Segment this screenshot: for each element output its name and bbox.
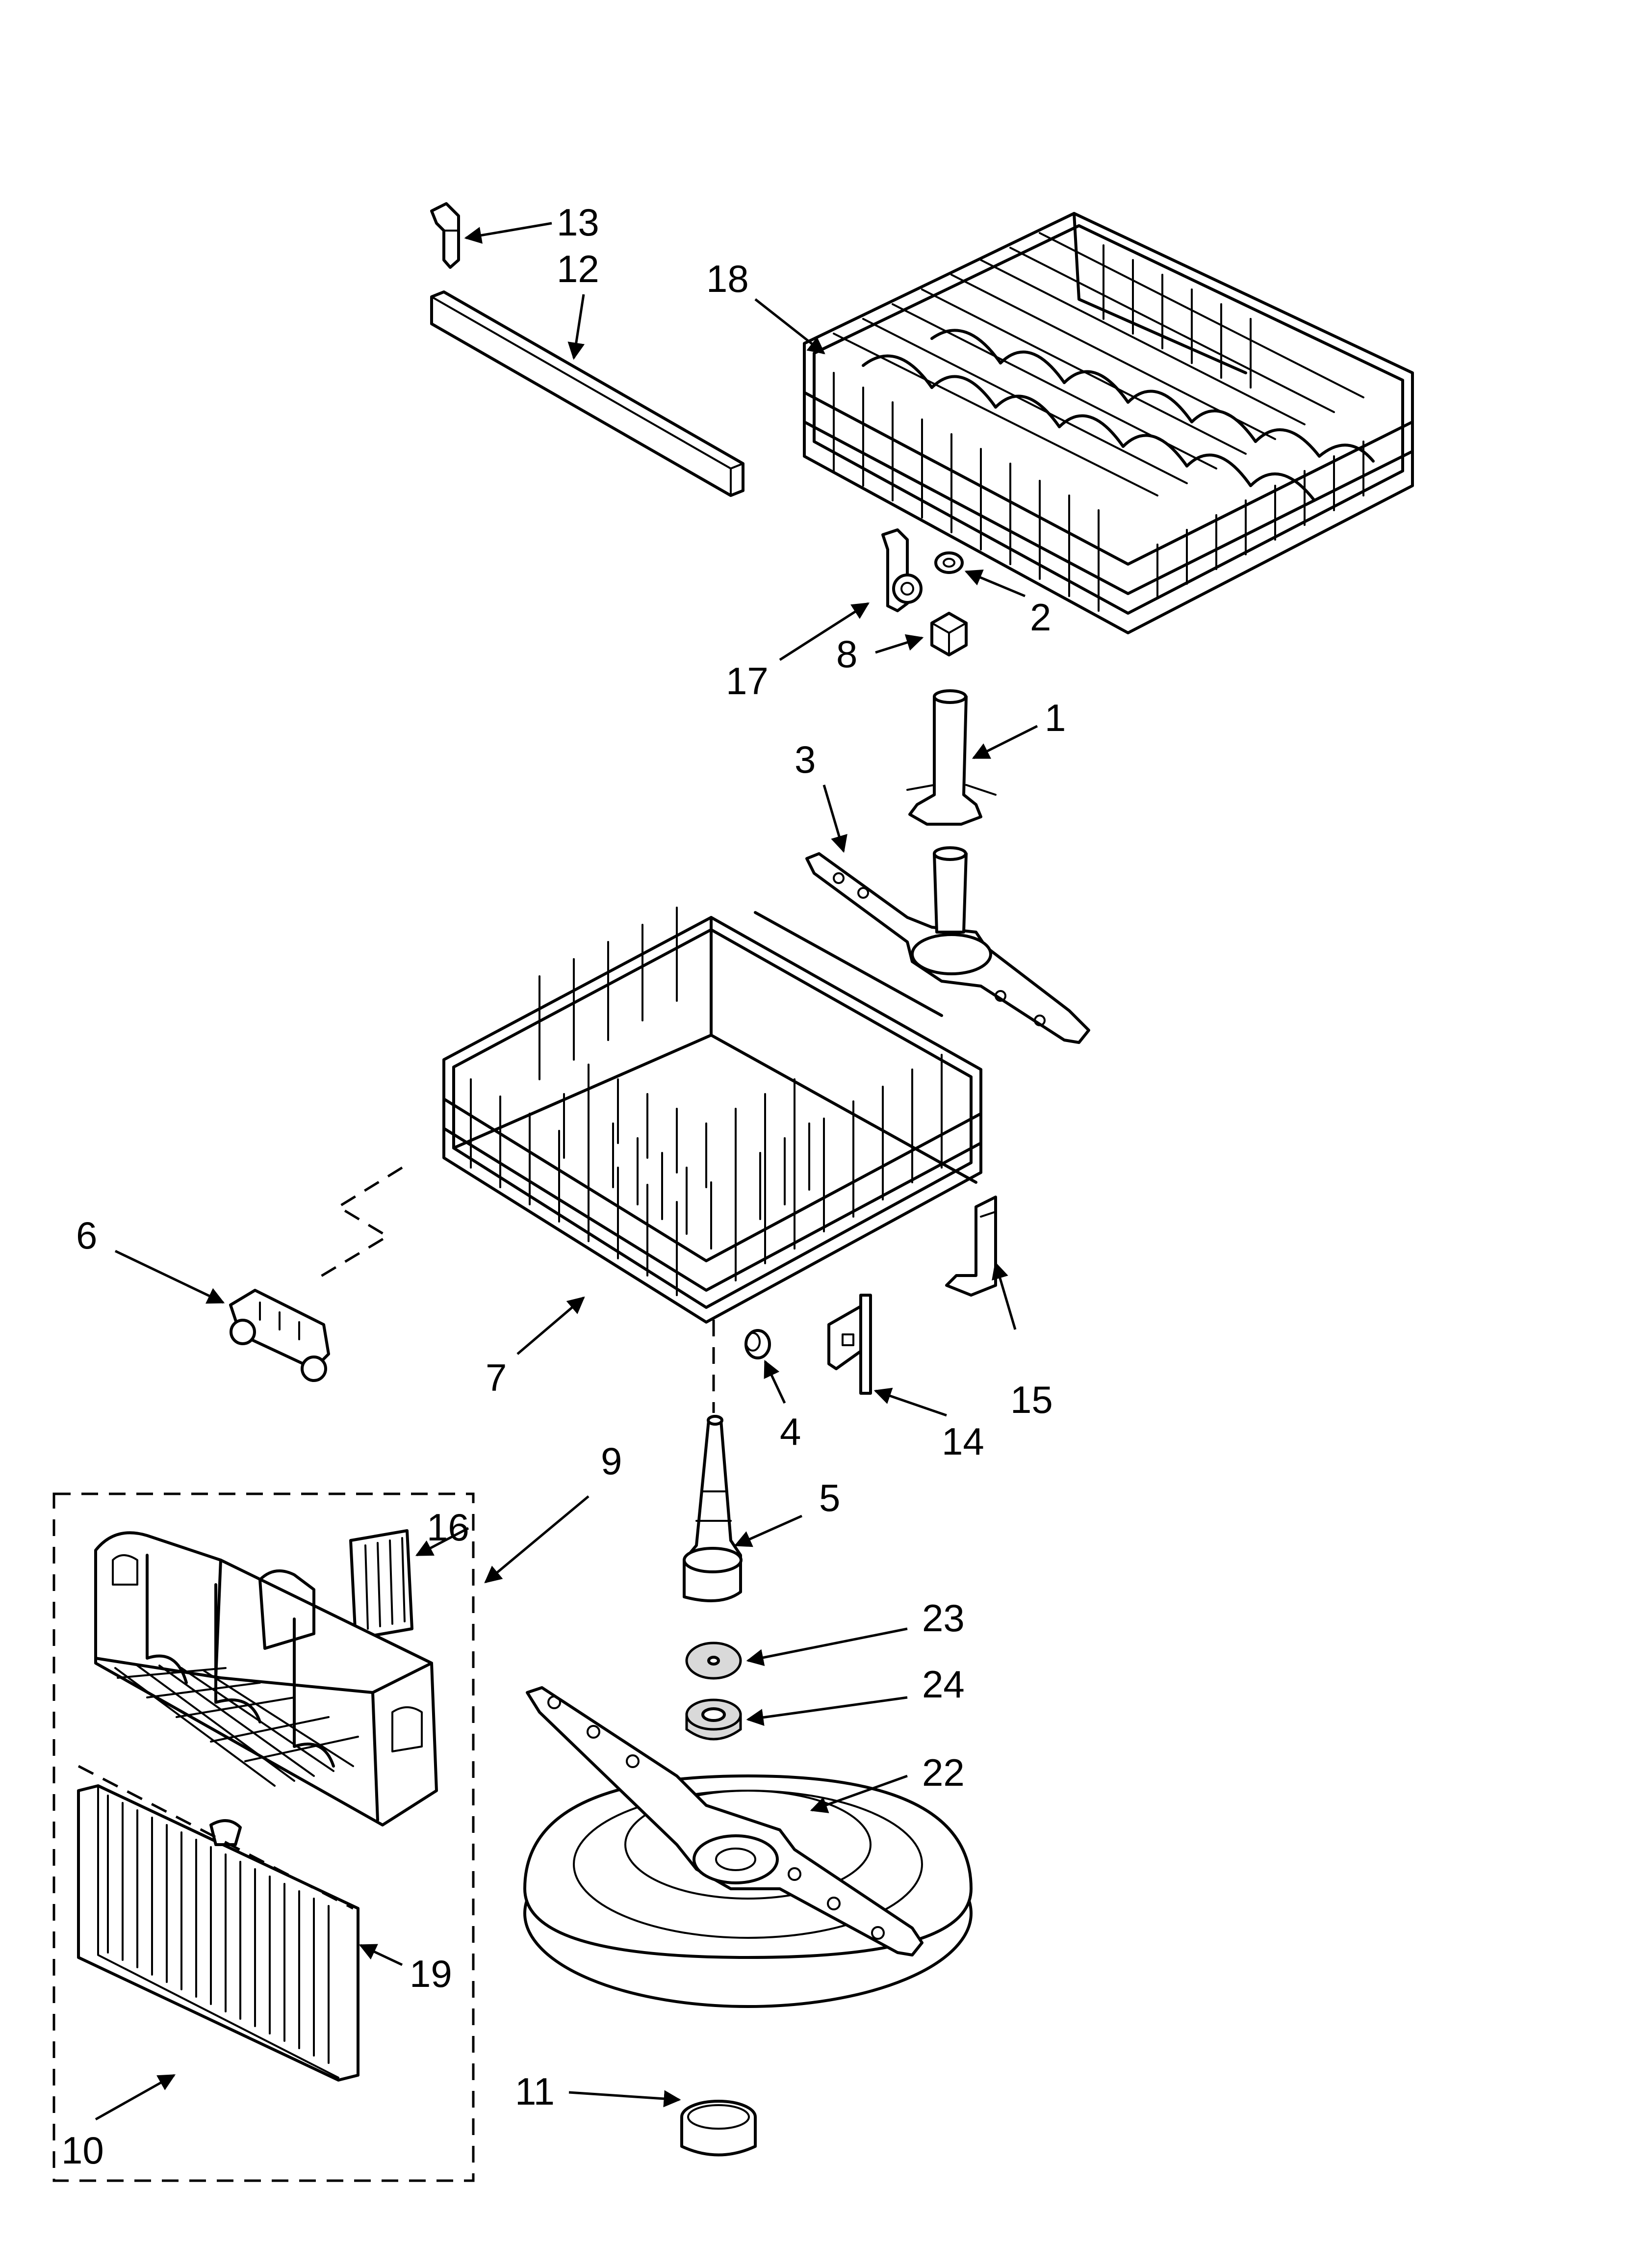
part-23-washer [685, 1642, 742, 1680]
callout-5: 5 [819, 1476, 840, 1519]
callout-14: 14 [942, 1420, 984, 1463]
callout-2: 2 [1030, 596, 1051, 639]
callout-12: 12 [557, 247, 599, 290]
part-3-upper-spray-arm [805, 846, 1090, 1044]
part-15-rack-stop [945, 1196, 997, 1297]
part-17-bracket [881, 528, 923, 612]
callout-6: 6 [76, 1214, 97, 1257]
part-22-lower-spray-arm [523, 1686, 973, 2008]
part-6-roller-assembly [229, 1289, 330, 1382]
part-18-upper-rack [803, 212, 1414, 634]
callout-7: 7 [486, 1356, 507, 1399]
callout-13: 13 [557, 201, 599, 244]
callout-19: 19 [410, 1952, 452, 1995]
callout-15: 15 [1010, 1378, 1053, 1421]
callout-8: 8 [836, 632, 857, 676]
callout-23: 23 [922, 1596, 965, 1640]
callout-1: 1 [1045, 696, 1066, 739]
part-24-seal [685, 1698, 742, 1741]
leader-lines [95, 222, 1038, 2121]
part-13-rack-clip [430, 202, 460, 269]
callout-16: 16 [427, 1506, 469, 1549]
callout-22: 22 [922, 1751, 965, 1794]
part-4-cap [744, 1329, 771, 1359]
connector-dashed-6 [313, 1166, 403, 1282]
part-2-washer [934, 551, 964, 574]
part-12-trim-bar [430, 290, 744, 497]
part-9-assembly-box [52, 1492, 475, 2182]
part-14-bracket-rod [827, 1294, 872, 1395]
callout-4: 4 [780, 1410, 801, 1453]
callout-3: 3 [795, 738, 816, 781]
part-11-ring [680, 2100, 757, 2157]
callout-18: 18 [706, 257, 749, 300]
callout-17: 17 [726, 659, 769, 703]
part-8-nut [930, 612, 968, 656]
callout-11: 11 [515, 2070, 555, 2113]
callout-24: 24 [922, 1663, 965, 1706]
part-16-basket-cover [349, 1529, 413, 1640]
part-7-lower-rack [442, 907, 982, 1324]
callout-10: 10 [61, 2129, 104, 2172]
basket [94, 1531, 438, 1826]
callout-labels: 13 12 18 2 17 8 1 3 6 7 4 14 15 9 16 5 2… [61, 201, 1066, 2172]
part-1-spray-tube [906, 689, 997, 826]
part-19-basket-lid [77, 1765, 359, 2082]
part-5-spray-tower [683, 1415, 743, 1602]
callout-9: 9 [601, 1439, 622, 1483]
